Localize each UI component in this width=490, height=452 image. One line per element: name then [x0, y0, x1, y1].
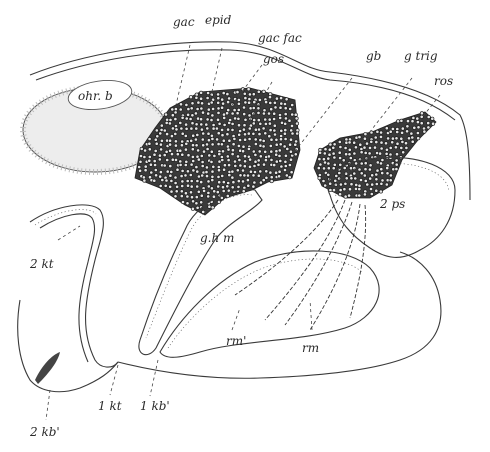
g-trig-ganglion [314, 112, 436, 199]
label-epid: epid [205, 13, 232, 27]
kb-spindle [35, 352, 60, 384]
label-g-h-m: g.h m [200, 231, 234, 245]
label-gos: gos [263, 52, 284, 66]
label-gac-fac: gac fac [258, 31, 302, 45]
label-ohr-b: ohr. b [78, 89, 113, 103]
label-rm-prime: rm' [226, 334, 246, 348]
label-gb: gb [366, 49, 381, 63]
label-2kb-prime: 2 kb' [29, 425, 60, 439]
label-rm: rm [302, 341, 319, 355]
label-1kt: 1 kt [98, 399, 122, 413]
label-ros: ros [434, 74, 453, 88]
label-g-trig: g trig [404, 49, 438, 63]
label-2kt: 2 kt [29, 257, 54, 271]
label-1kb-prime: 1 kb' [140, 399, 170, 413]
label-2ps: 2 ps [379, 197, 405, 211]
label-gac: gac [173, 15, 195, 29]
nerve-fibers [235, 200, 366, 330]
gac-fac-ganglion [135, 88, 300, 215]
